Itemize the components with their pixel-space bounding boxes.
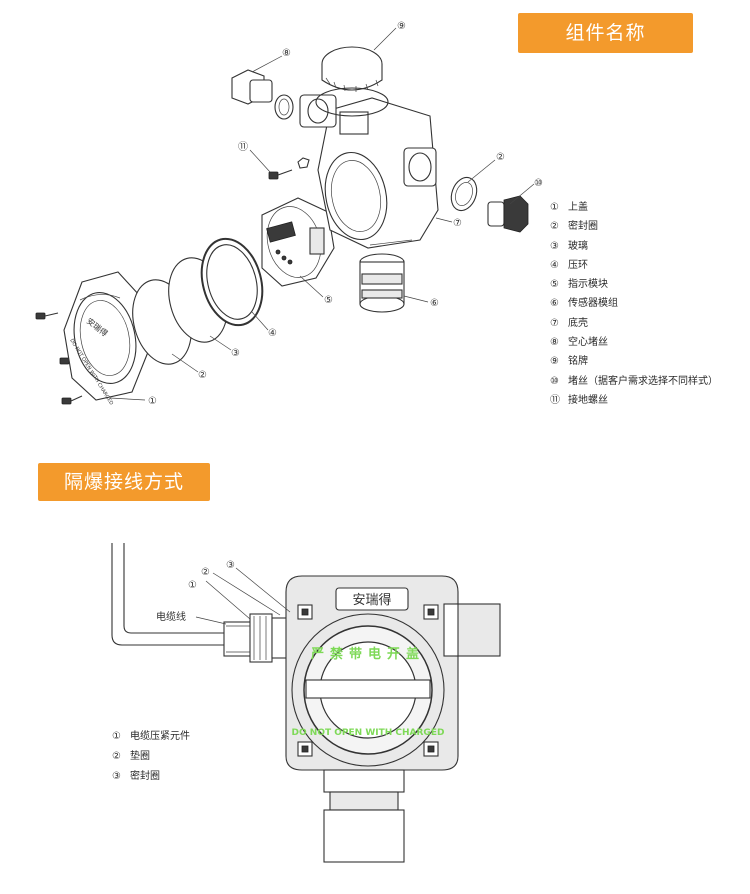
cable-label: 电缆线 bbox=[156, 610, 186, 623]
sensor-module-part bbox=[359, 253, 405, 313]
grounding-screws bbox=[35, 157, 310, 405]
wiring-leader-lines bbox=[195, 567, 291, 625]
wiring-section-banner: 隔爆接线方式 bbox=[38, 463, 210, 501]
exploded-view: ① ② ③ ④ ⑤ ⑥ ⑦ ⑧ ⑨ ⑩ ⑪ ② 安瑞得 DO NOT OPEN … bbox=[35, 21, 543, 407]
device-brand-text: 安瑞得 bbox=[352, 592, 391, 608]
wiring-callout-2: ② bbox=[201, 567, 210, 578]
hollow-plug-part bbox=[231, 69, 294, 120]
exploded-callout-10: ⑩ bbox=[534, 178, 543, 189]
plug-and-seal-part bbox=[450, 176, 529, 233]
exploded-leader-lines bbox=[109, 27, 535, 401]
base-housing-part bbox=[299, 94, 439, 249]
exploded-callout-2b: ② bbox=[496, 152, 505, 163]
device-warning-en-text: DO NOT OPEN WITH CHARGED bbox=[292, 728, 445, 738]
exploded-callout-11: ⑪ bbox=[238, 141, 248, 153]
device-warning-cn-text: 严禁带电开盖 bbox=[310, 646, 425, 662]
exploded-callout-6: ⑥ bbox=[430, 298, 439, 309]
exploded-callout-7: ⑦ bbox=[453, 218, 462, 229]
exploded-callout-3: ③ bbox=[231, 348, 240, 359]
nameplate-part bbox=[315, 46, 389, 117]
exploded-callout-8: ⑧ bbox=[282, 48, 291, 59]
wiring-callout-1: ① bbox=[188, 580, 197, 591]
top-cover-part bbox=[63, 271, 149, 401]
exploded-callout-1: ① bbox=[148, 396, 157, 407]
device-front bbox=[285, 575, 501, 863]
exploded-callout-2: ② bbox=[198, 370, 207, 381]
pressure-ring-part bbox=[200, 237, 264, 327]
display-module-part bbox=[261, 197, 335, 287]
wiring-callout-3: ③ bbox=[226, 560, 235, 571]
exploded-callout-9: ⑨ bbox=[397, 21, 406, 32]
exploded-callout-5: ⑤ bbox=[324, 295, 333, 306]
components-section-banner: 组件名称 bbox=[518, 13, 693, 53]
wiring-view: 安瑞得 严禁带电开盖 DO NOT OPEN WITH CHARGED ① ② … bbox=[111, 543, 501, 863]
exploded-callout-4: ④ bbox=[268, 328, 277, 339]
